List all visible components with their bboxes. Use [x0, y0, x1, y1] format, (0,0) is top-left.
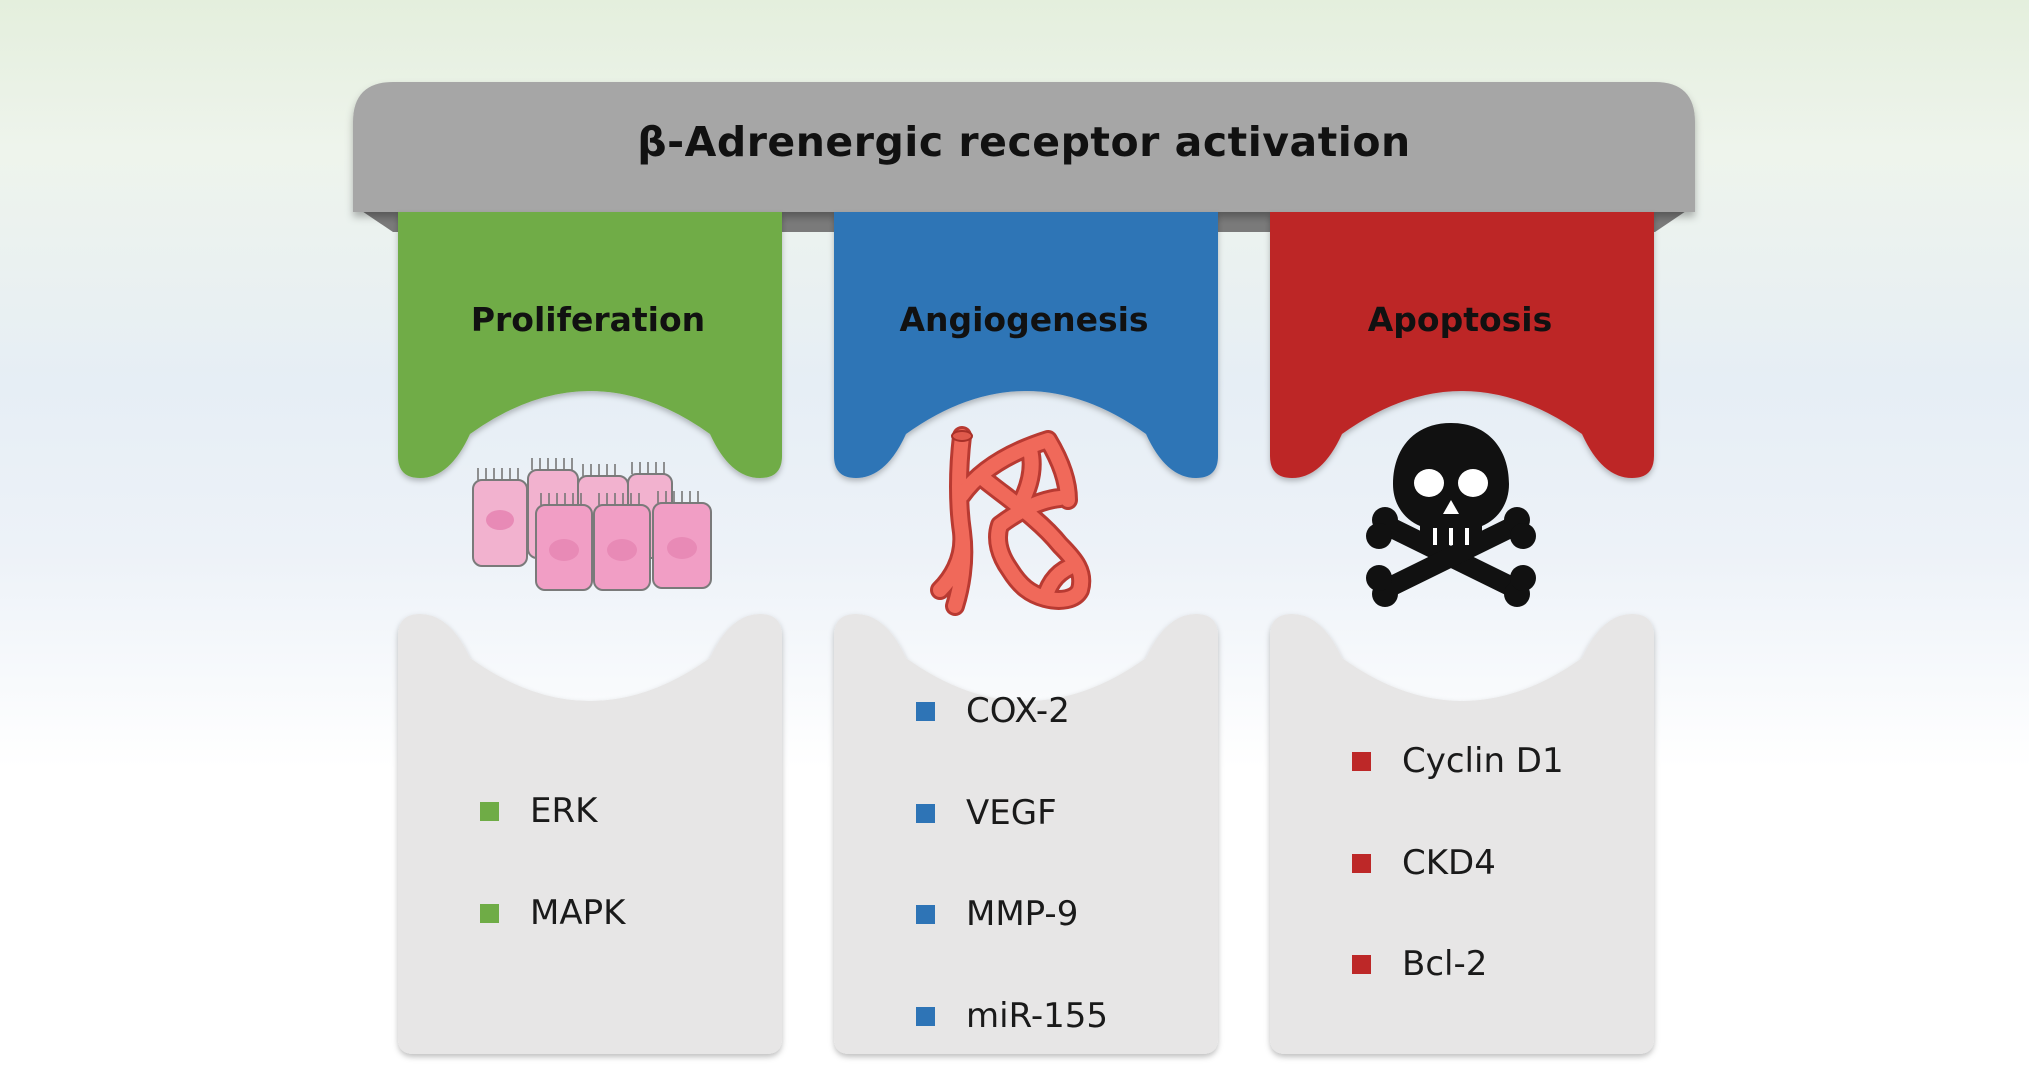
diagram-title: β-Adrenergic receptor activation [637, 118, 1411, 166]
bullet-icon [916, 1006, 935, 1026]
marker-label: miR-155 [966, 996, 1108, 1036]
marker-label: VEGF [966, 793, 1057, 833]
bullet-icon [916, 803, 935, 823]
marker-item: CKD4 [1352, 838, 1496, 888]
marker-item: Cyclin D1 [1352, 736, 1564, 786]
bullet-icon [1352, 954, 1371, 974]
bullet-icon [916, 904, 935, 924]
column-title-proliferation: Proliferation [470, 300, 706, 339]
bullet-icon [916, 701, 935, 721]
marker-label: ERK [530, 791, 598, 831]
bullet-icon [480, 801, 499, 821]
marker-label: Cyclin D1 [1402, 741, 1564, 781]
marker-box-proliferation [398, 614, 782, 1054]
epithelial-cells-icon [472, 458, 712, 591]
marker-item: miR-155 [916, 991, 1108, 1041]
marker-item: MAPK [480, 888, 625, 938]
marker-item: Bcl-2 [1352, 939, 1487, 989]
column-title-apoptosis: Apoptosis [1367, 300, 1553, 339]
marker-label: Bcl-2 [1402, 944, 1488, 984]
bullet-icon [1352, 853, 1371, 873]
marker-item: VEGF [916, 788, 1057, 838]
tab-apoptosis [1270, 212, 1654, 478]
bullet-icon [480, 903, 499, 923]
marker-label: MAPK [530, 893, 626, 933]
marker-label: COX-2 [966, 691, 1070, 731]
skull-crossbones-icon [1366, 423, 1536, 607]
marker-item: ERK [480, 786, 597, 836]
marker-item: MMP-9 [916, 889, 1078, 939]
bullet-icon [1352, 751, 1371, 771]
column-title-angiogenesis: Angiogenesis [899, 300, 1149, 339]
marker-item: COX-2 [916, 686, 1070, 736]
tab-proliferation [398, 212, 782, 478]
marker-box-apoptosis [1270, 614, 1654, 1054]
tab-angiogenesis [834, 212, 1218, 478]
marker-label: MMP-9 [966, 894, 1079, 934]
marker-label: CKD4 [1402, 843, 1496, 883]
blood-vessel-icon [930, 426, 1092, 616]
marker-box-angiogenesis [834, 614, 1218, 1054]
